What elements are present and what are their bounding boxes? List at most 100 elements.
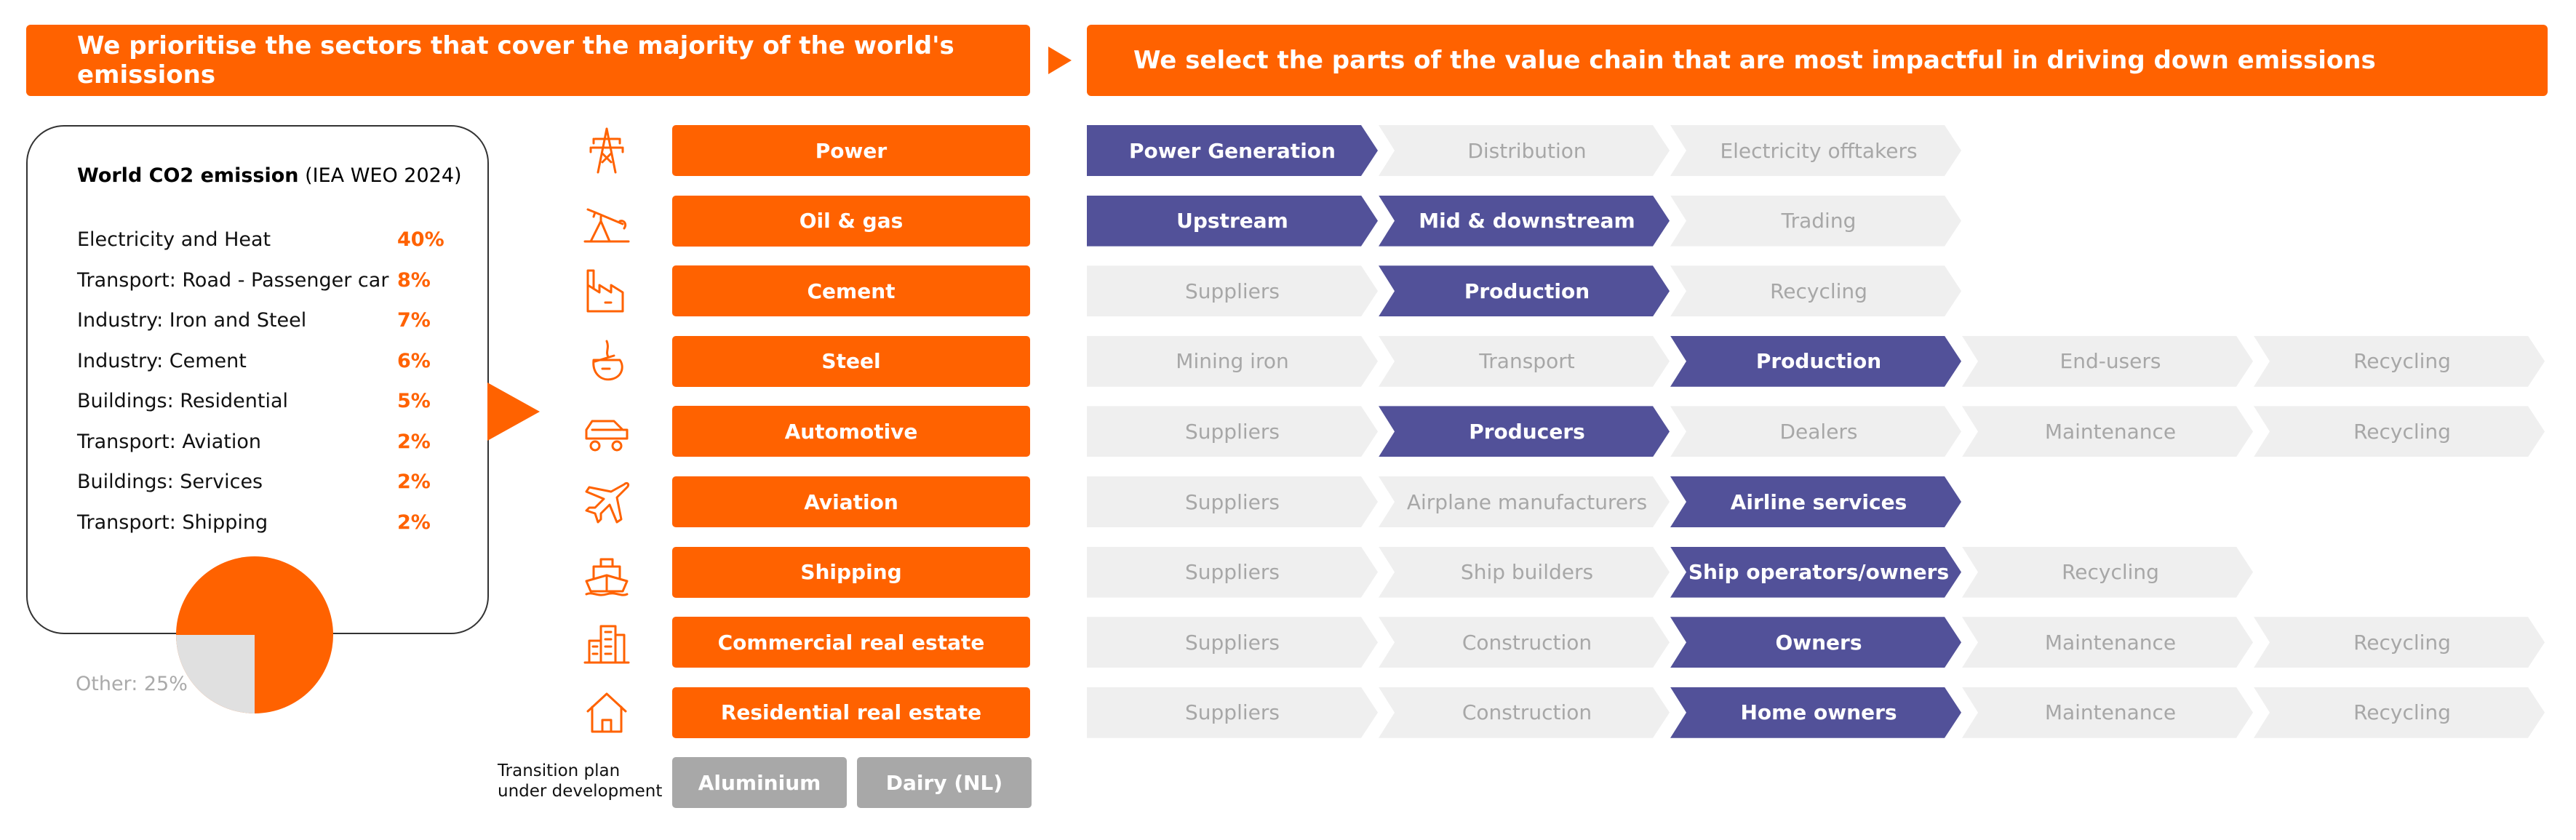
value-chain-label: Suppliers <box>1185 560 1280 585</box>
value-chain-step: Home owners <box>1670 687 1961 738</box>
value-chain-label: Construction <box>1462 700 1592 725</box>
transition-item: Aluminium <box>672 757 847 808</box>
value-chain-label: Home owners <box>1740 700 1897 725</box>
value-chain-label: Maintenance <box>2044 630 2177 655</box>
value-chain-label: Construction <box>1462 630 1592 655</box>
sector-label: Aviation <box>804 489 898 514</box>
sector-label: Power <box>815 138 888 163</box>
value-chain-label: Trading <box>1781 209 1857 233</box>
value-chain-step: Suppliers <box>1087 265 1378 317</box>
value-chain-step: Recycling <box>2254 335 2545 387</box>
value-chain-step: Maintenance <box>1962 406 2253 457</box>
sector-label: Cement <box>807 279 896 303</box>
value-chain-label: Producers <box>1469 419 1585 444</box>
emission-label: Transport: Aviation <box>77 430 262 453</box>
value-chain-label: Suppliers <box>1185 279 1280 303</box>
value-chain-label: Recycling <box>1770 279 1867 303</box>
transition-plan-label: Transition plan under development <box>498 761 663 801</box>
value-chain-label: Power Generation <box>1129 138 1336 163</box>
left-header-title: We prioritise the sectors that cover the… <box>77 31 954 89</box>
sector-cement: Cement <box>672 265 1030 317</box>
value-chain-label: Maintenance <box>2044 700 2177 725</box>
emission-value: 2% <box>397 430 431 453</box>
value-chain-step: Construction <box>1379 617 1670 668</box>
emissions-panel: World CO2 emission (IEA WEO 2024) Electr… <box>26 125 489 634</box>
value-chain-label: Ship builders <box>1460 560 1594 585</box>
emission-value: 2% <box>397 471 431 493</box>
value-chain-step: Electricity offtakers <box>1670 125 1961 176</box>
ship-icon <box>581 546 633 599</box>
sector-label: Shipping <box>800 560 902 585</box>
sector-label: Steel <box>821 349 881 374</box>
value-chain-label: Mid & downstream <box>1419 209 1635 233</box>
value-chain-label: Recycling <box>2353 349 2451 374</box>
emission-value: 8% <box>397 268 431 292</box>
value-chain-label: Suppliers <box>1185 700 1280 725</box>
value-chain-label: Distribution <box>1467 138 1587 163</box>
sector-shipping: Shipping <box>672 546 1030 598</box>
factory-icon <box>581 265 633 317</box>
value-chain-step: Maintenance <box>1962 687 2253 738</box>
sector-oil-gas: Oil & gas <box>672 195 1030 247</box>
value-chain-label: Airplane manufacturers <box>1406 489 1648 514</box>
emissions-pie-chart <box>176 556 333 713</box>
emissions-title-source: (IEA WEO 2024) <box>305 164 462 187</box>
emission-value: 2% <box>397 511 431 534</box>
emission-label: Industry: Iron and Steel <box>77 309 307 332</box>
arrow-right-icon <box>1048 47 1072 74</box>
value-chain-step: Upstream <box>1087 195 1378 247</box>
emissions-title-main: World CO2 emission <box>77 164 299 187</box>
power-pylon-icon <box>581 124 633 177</box>
sector-automotive: Automotive <box>672 406 1030 457</box>
value-chain-step: Dealers <box>1670 406 1961 457</box>
sector-commercial-real-estate: Commercial real estate <box>672 617 1030 668</box>
transition-item: Dairy (NL) <box>857 757 1032 808</box>
office-building-icon <box>581 616 633 668</box>
oil-pump-icon <box>581 195 633 247</box>
emission-row: Transport: Road - Passenger car 8% <box>77 269 455 298</box>
value-chain-step: Suppliers <box>1087 687 1378 738</box>
transition-item-label: Aluminium <box>698 770 821 795</box>
airplane-icon <box>581 476 633 528</box>
pie-slice-other <box>176 635 255 713</box>
value-chain-label: End-users <box>2059 349 2161 374</box>
emission-label: Transport: Road - Passenger car <box>77 268 389 292</box>
sector-aviation: Aviation <box>672 476 1030 527</box>
value-chain-step: Distribution <box>1379 125 1670 176</box>
value-chain-step: Suppliers <box>1087 617 1378 668</box>
left-header-banner: We prioritise the sectors that cover the… <box>26 25 1030 96</box>
value-chain-step: Airplane manufacturers <box>1379 476 1670 527</box>
sector-steel: Steel <box>672 335 1030 387</box>
value-chain-step: Recycling <box>1962 546 2253 598</box>
arrow-right-large-icon <box>487 383 540 441</box>
emission-value: 7% <box>397 309 431 332</box>
value-chain-step: Recycling <box>2254 687 2545 738</box>
emission-value: 6% <box>397 349 431 372</box>
value-chain-step: Recycling <box>2254 406 2545 457</box>
value-chain-label: Maintenance <box>2044 419 2177 444</box>
emission-label: Buildings: Services <box>77 471 263 493</box>
value-chain-label: Upstream <box>1176 209 1288 233</box>
value-chain-step: Suppliers <box>1087 406 1378 457</box>
car-icon <box>581 405 633 457</box>
emission-row: Transport: Aviation 2% <box>77 431 455 460</box>
value-chain-step: End-users <box>1962 335 2253 387</box>
value-chain-step: Production <box>1379 265 1670 317</box>
emission-label: Buildings: Residential <box>77 390 288 412</box>
value-chain-step: Mid & downstream <box>1379 195 1670 247</box>
value-chain-label: Suppliers <box>1185 630 1280 655</box>
value-chain-step: Power Generation <box>1087 125 1378 176</box>
other-label: Other: 25% <box>76 673 188 695</box>
value-chain-label: Ship operators/owners <box>1688 560 1950 585</box>
right-header-banner: We select the parts of the value chain t… <box>1087 25 2548 96</box>
right-header-title: We select the parts of the value chain t… <box>1133 46 2376 75</box>
value-chain-label: Recycling <box>2353 419 2451 444</box>
emission-row: Buildings: Services 2% <box>77 471 455 500</box>
value-chain-step: Mining iron <box>1087 335 1378 387</box>
value-chain-label: Suppliers <box>1185 489 1280 514</box>
steel-ladle-icon <box>581 335 633 388</box>
value-chain-step: Airline services <box>1670 476 1961 527</box>
